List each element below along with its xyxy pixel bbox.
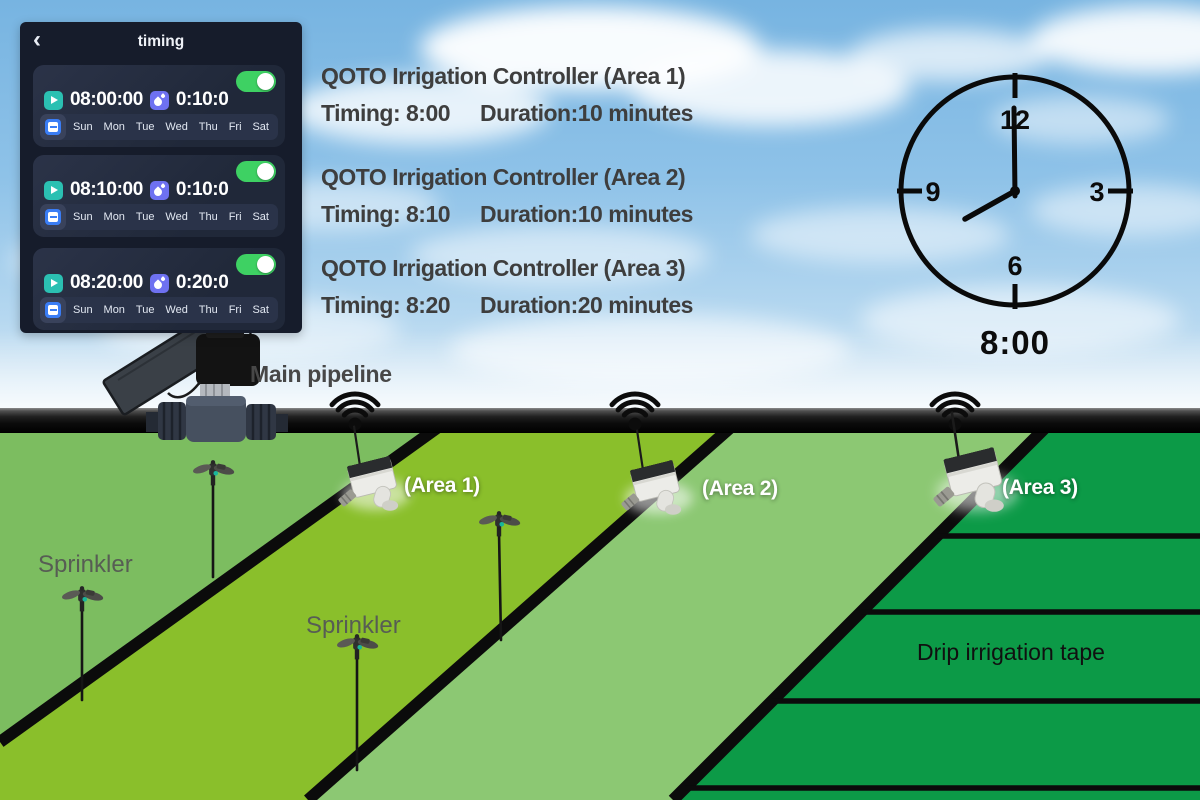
- day-label[interactable]: Sat: [252, 121, 269, 133]
- day-label[interactable]: Wed: [165, 121, 188, 133]
- timer-start-time: 08:20:00: [70, 272, 143, 293]
- calendar-icon: [40, 114, 66, 140]
- timer-card[interactable]: 08:20:00 0:20:0 Sun Mon Tue Wed Thu Fri Sat: [33, 248, 285, 330]
- day-label[interactable]: Fri: [228, 304, 242, 316]
- day-label[interactable]: Sat: [252, 211, 269, 223]
- timer-card[interactable]: 08:00:00 0:10:0 Sun Mon Tue Wed Thu Fri Sat: [33, 65, 285, 147]
- day-label[interactable]: Thu: [198, 211, 218, 223]
- timer-toggle[interactable]: [236, 161, 276, 182]
- solar-ball-valve: [102, 316, 288, 442]
- day-label[interactable]: Tue: [135, 211, 155, 223]
- timer-start-time: 08:00:00: [70, 89, 143, 110]
- clock-number-9: 9: [925, 177, 940, 207]
- water-drop-icon: [149, 90, 169, 110]
- toggle-knob: [257, 163, 274, 180]
- timer-days-bar: Sun Mon Tue Wed Thu Fri Sat: [40, 114, 278, 140]
- timer-toggle[interactable]: [236, 254, 276, 275]
- drip-tape-lines: [685, 533, 1200, 791]
- timer-days-bar: Sun Mon Tue Wed Thu Fri Sat: [40, 297, 278, 323]
- clock-hour-hand: [962, 188, 1018, 222]
- day-label[interactable]: Sat: [252, 304, 269, 316]
- timer-days-bar: Sun Mon Tue Wed Thu Fri Sat: [40, 204, 278, 230]
- timer-days: Sun Mon Tue Wed Thu Fri Sat: [66, 304, 278, 316]
- calendar-icon: [40, 297, 66, 323]
- day-label[interactable]: Thu: [198, 121, 218, 133]
- day-label[interactable]: Tue: [135, 121, 155, 133]
- play-icon: [44, 273, 63, 293]
- water-drop-icon: [149, 273, 169, 293]
- sprinklers: [60, 460, 522, 772]
- day-label[interactable]: Mon: [103, 304, 125, 316]
- toggle-knob: [257, 256, 274, 273]
- annotation-timing: Timing: 8:00: [321, 100, 451, 126]
- app-title: timing: [137, 33, 185, 50]
- annotation-area2: QOTO Irrigation Controller (Area 2) Timi…: [321, 159, 781, 233]
- timer-row: 08:10:00 0:10:0: [44, 179, 229, 201]
- timer-duration: 0:10:0: [175, 179, 229, 200]
- timer-card[interactable]: 08:10:00 0:10:0 Sun Mon Tue Wed Thu Fri Sat: [33, 155, 285, 237]
- play-icon: [44, 180, 63, 200]
- day-label[interactable]: Fri: [228, 211, 242, 223]
- water-drop-icon: [149, 180, 169, 200]
- day-label[interactable]: Wed: [165, 304, 188, 316]
- timer-days: Sun Mon Tue Wed Thu Fri Sat: [66, 121, 278, 133]
- day-label[interactable]: Mon: [103, 211, 125, 223]
- sprinkler-3: [477, 511, 522, 642]
- day-label[interactable]: Mon: [103, 121, 125, 133]
- field-area1: [0, 433, 730, 800]
- annotation-duration: Duration:10 minutes: [480, 100, 693, 126]
- day-label[interactable]: Tue: [135, 304, 155, 316]
- timer-row: 08:00:00 0:10:0: [44, 89, 229, 111]
- timer-duration: 0:20:0: [175, 272, 229, 293]
- clock-ticks: [897, 73, 1133, 309]
- field-area3: [673, 433, 1200, 800]
- timer-toggle[interactable]: [236, 71, 276, 92]
- annotation-area1: QOTO Irrigation Controller (Area 1) Timi…: [321, 58, 781, 132]
- calendar-icon: [40, 204, 66, 230]
- field-area2: [308, 433, 1045, 800]
- annotation-timing: Timing: 8:20: [321, 292, 451, 318]
- sprinkler-4: [335, 634, 380, 772]
- annotation-title: QOTO Irrigation Controller (Area 1): [321, 63, 686, 89]
- sprinkler-2: [191, 460, 236, 579]
- clock: 12 3 6 9: [897, 73, 1133, 309]
- annotation-title: QOTO Irrigation Controller (Area 3): [321, 255, 686, 281]
- day-label[interactable]: Thu: [198, 304, 218, 316]
- clock-number-6: 6: [1007, 251, 1022, 281]
- clock-center-dot: [1010, 186, 1020, 196]
- day-label[interactable]: Sun: [73, 211, 93, 223]
- clock-numbers: 12 3 6 9: [925, 105, 1104, 281]
- play-icon: [44, 90, 63, 110]
- day-label[interactable]: Sun: [73, 304, 93, 316]
- back-chevron-icon[interactable]: ‹: [33, 26, 41, 53]
- sprinkler-1: [60, 586, 105, 702]
- timer-row: 08:20:00 0:20:0: [44, 272, 229, 294]
- annotation-duration: Duration:10 minutes: [480, 201, 693, 227]
- timer-start-time: 08:10:00: [70, 179, 143, 200]
- annotation-title: QOTO Irrigation Controller (Area 2): [321, 164, 686, 190]
- app-header: ‹ timing: [20, 22, 302, 62]
- timer-duration: 0:10:0: [175, 89, 229, 110]
- toggle-knob: [257, 73, 274, 90]
- day-label[interactable]: Fri: [228, 121, 242, 133]
- day-label[interactable]: Wed: [165, 211, 188, 223]
- annotation-timing: Timing: 8:10: [321, 201, 451, 227]
- clock-number-3: 3: [1089, 177, 1104, 207]
- clock-minute-hand: [1011, 105, 1018, 199]
- annotation-duration: Duration:20 minutes: [480, 292, 693, 318]
- timer-days: Sun Mon Tue Wed Thu Fri Sat: [66, 211, 278, 223]
- day-label[interactable]: Sun: [73, 121, 93, 133]
- annotation-area3: QOTO Irrigation Controller (Area 3) Timi…: [321, 250, 781, 324]
